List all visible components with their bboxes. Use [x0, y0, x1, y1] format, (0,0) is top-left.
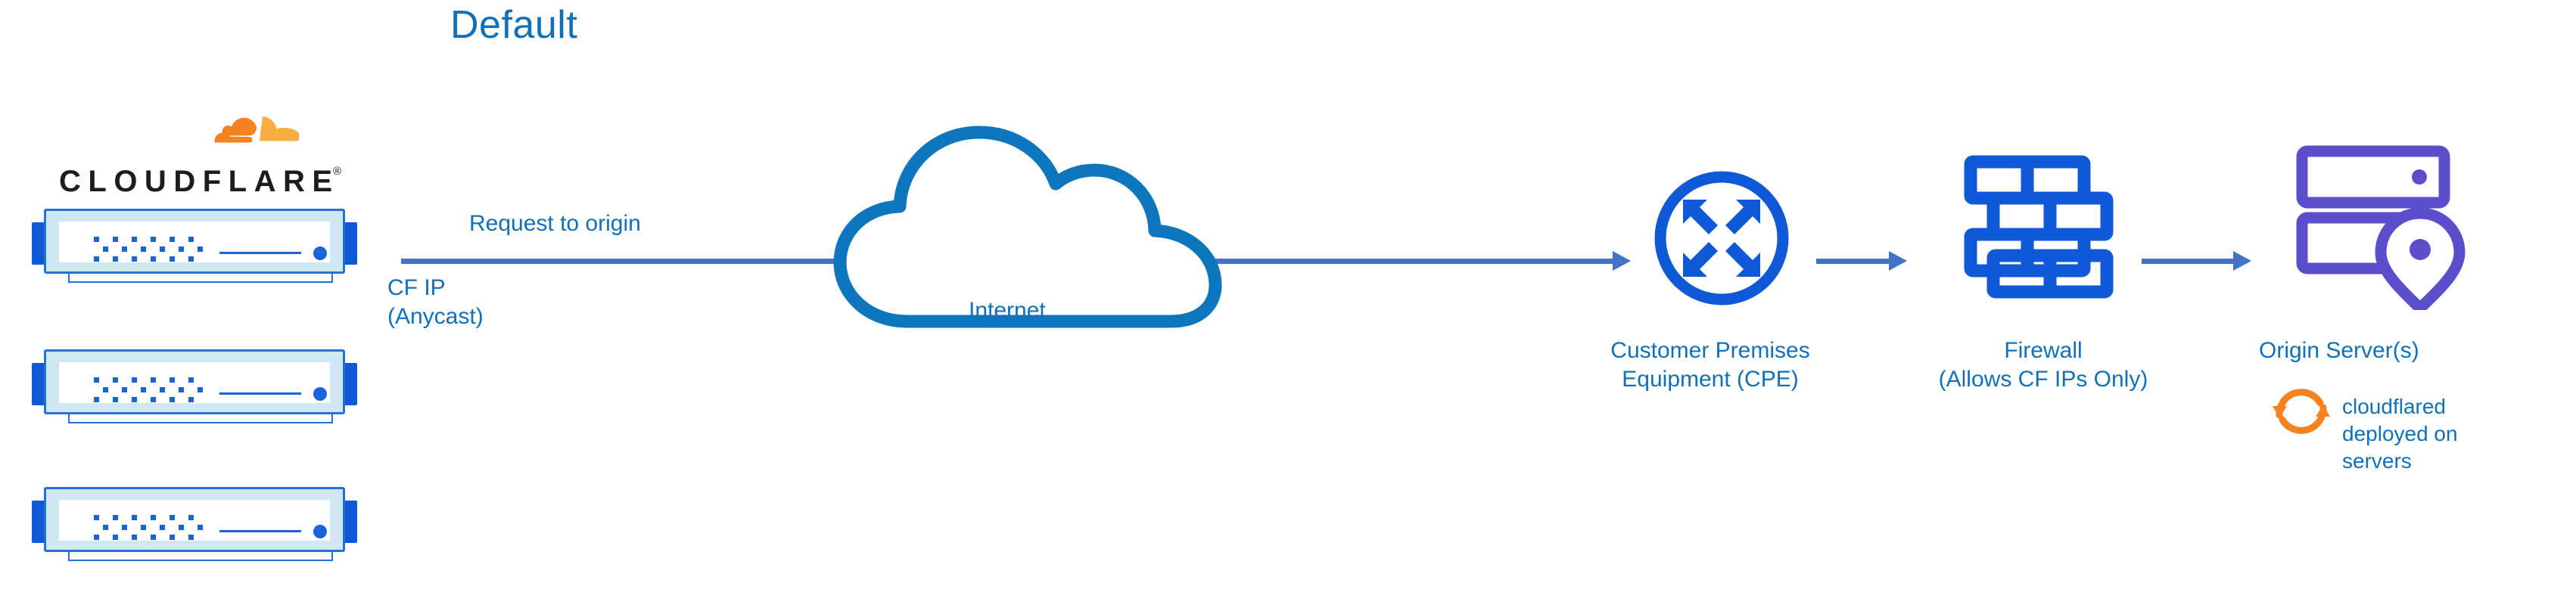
server-status-line: [219, 252, 301, 254]
label-request-to-origin: Request to origin: [469, 211, 641, 236]
server-stack-with-location-pin-icon: [2296, 145, 2466, 315]
server-shadow: [68, 552, 333, 561]
server-body: [44, 487, 345, 552]
server-status-led: [313, 525, 327, 538]
server-status-led: [313, 387, 327, 401]
edge-server-unit: [32, 484, 357, 561]
arrow-edge-to-cpe-head: [1613, 251, 1631, 271]
label-firewall: Firewall (Allows CF IPs Only): [1884, 336, 2202, 394]
label-origin-line1: Origin Server(s): [2259, 338, 2419, 363]
arrow-cpe-to-firewall-line: [1816, 259, 1892, 264]
server-status-line: [219, 392, 301, 395]
label-cpe-line2: Equipment (CPE): [1622, 367, 1799, 392]
cloudflare-wordmark: CLOUDFLARE: [59, 165, 340, 198]
label-internet: Internet: [969, 298, 1046, 323]
server-body: [44, 349, 345, 414]
label-cpe: Customer Premises Equipment (CPE): [1551, 336, 1869, 394]
brick-wall-icon: [1964, 155, 2114, 299]
edge-server-unit: [32, 346, 357, 423]
arrow-cpe-to-firewall-head: [1889, 251, 1907, 271]
label-cloudflared-annotation: cloudflared deployed on servers: [2342, 393, 2458, 475]
label-firewall-line1: Firewall: [2004, 338, 2083, 363]
label-firewall-line2: (Allows CF IPs Only): [1938, 367, 2148, 392]
page-title: Default: [450, 3, 578, 47]
server-shadow: [68, 274, 333, 283]
label-cf-ip-line2: (Anycast): [387, 304, 484, 329]
origin-server-node: [2293, 144, 2467, 315]
label-cf-ip-line1: CF IP: [387, 275, 446, 300]
arrow-firewall-to-origin-head: [2233, 251, 2251, 271]
internet-cloud-node: Internet: [825, 113, 1249, 336]
server-body: [44, 209, 345, 274]
cpe-node: [1650, 166, 1794, 314]
server-faceplate: [59, 500, 330, 541]
cloudflare-cloud-logo-icon: [214, 116, 300, 143]
label-origin-server: Origin Server(s): [2259, 336, 2576, 365]
registered-trademark-mark: ®: [333, 165, 342, 178]
label-cloudflared-line2: deployed on: [2342, 422, 2458, 445]
cloudflare-logo: CLOUDFLARE ®: [32, 106, 350, 204]
label-cloudflared-line3: servers: [2342, 449, 2412, 473]
server-status-led: [313, 247, 327, 260]
sync-arrows-icon: [2273, 389, 2330, 434]
server-faceplate: [59, 222, 330, 262]
server-faceplate: [59, 362, 330, 403]
label-cf-ip: CF IP (Anycast): [387, 274, 484, 331]
edge-server-unit: [32, 206, 357, 283]
arrow-firewall-to-origin-line: [2142, 259, 2236, 264]
cloudflared-annotation-icon-wrap: [2270, 382, 2332, 445]
server-status-line: [219, 530, 301, 532]
router-icon: [1654, 171, 1789, 305]
firewall-node: [1960, 151, 2119, 306]
label-cpe-line1: Customer Premises: [1610, 338, 1810, 363]
cloud-icon: [833, 126, 1222, 328]
label-cloudflared-line1: cloudflared: [2342, 395, 2446, 418]
server-shadow: [68, 414, 333, 423]
